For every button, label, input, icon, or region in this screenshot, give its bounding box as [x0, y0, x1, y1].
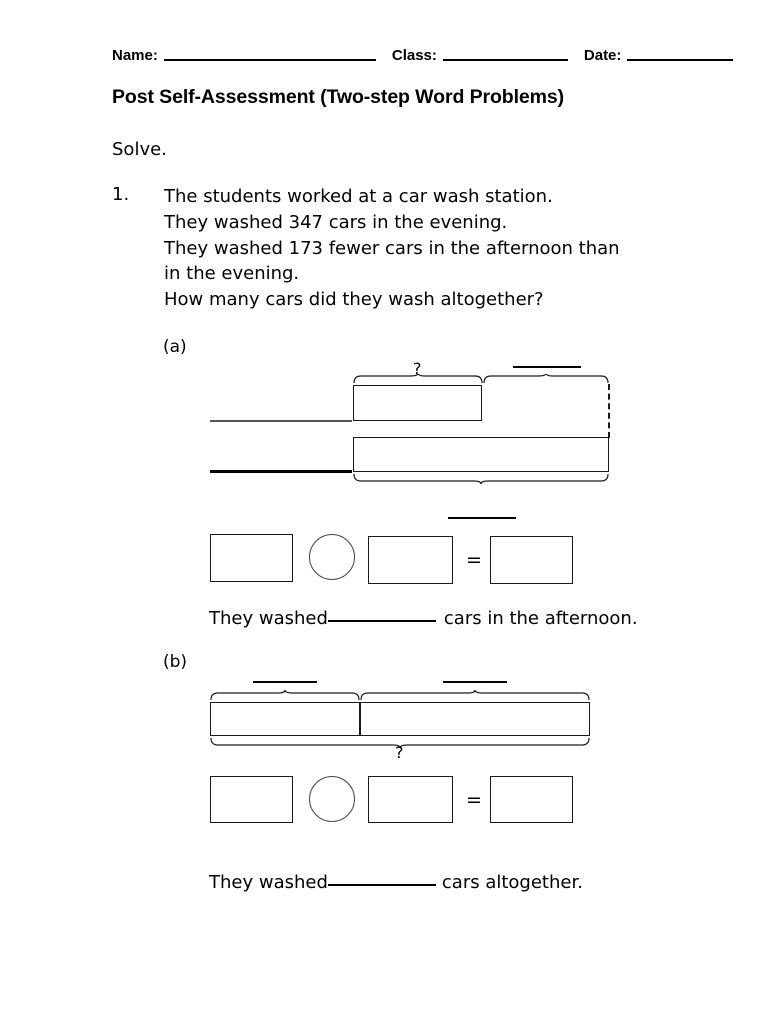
part-b-bar-divider [359, 702, 361, 736]
part-b-brace-top-right [360, 690, 590, 701]
question-number: 1. [112, 184, 130, 205]
part-b-segment-1-label-blank[interactable] [253, 681, 317, 683]
part-a-answer-sentence: They washed cars in the afternoon. [209, 608, 638, 629]
part-b-equation-box-3[interactable] [490, 776, 573, 823]
part-b-brace-bottom [210, 737, 590, 748]
part-a-bar-afternoon[interactable] [353, 385, 482, 421]
question-line-2: They washed 347 cars in the evening. [164, 211, 508, 233]
part-b-answer-sentence: They washed cars altogether. [209, 872, 583, 893]
question-line-1: The students worked at a car wash statio… [164, 186, 553, 207]
part-a-dashed-guide [608, 384, 610, 438]
part-a-answer-suffix: cars in the afternoon. [443, 608, 638, 629]
part-b-answer-blank[interactable] [327, 884, 436, 886]
part-a-brace-top-left [353, 374, 483, 384]
part-a-equation-box-1[interactable] [210, 534, 293, 582]
part-a-bottom-bar-label-blank[interactable] [210, 470, 352, 473]
part-a-equation-box-3[interactable] [490, 536, 573, 584]
part-a-brace-bottom [353, 473, 609, 484]
date-blank-field[interactable] [627, 59, 734, 61]
part-a-top-bar-label-blank[interactable] [210, 420, 352, 422]
part-b-equation-box-1[interactable] [210, 776, 293, 823]
name-blank-field[interactable] [163, 59, 376, 61]
class-label: Class: [391, 47, 437, 64]
part-a-label: (a) [163, 337, 187, 357]
part-b-answer-suffix: cars altogether. [441, 872, 583, 893]
question-text: The students worked at a car wash statio… [164, 184, 704, 313]
part-a-answer-prefix: They washed [209, 608, 328, 629]
part-b-equation-box-2[interactable] [368, 776, 453, 823]
question-line-5: How many cars did they wash altogether? [164, 289, 544, 311]
part-a-equals-sign: = [466, 549, 482, 571]
part-b-equals-sign: = [466, 789, 482, 811]
name-label: Name: [112, 47, 158, 64]
part-b-equation-operator-circle[interactable] [309, 776, 355, 822]
part-a-equation-box-2[interactable] [368, 536, 453, 584]
part-a-brace-top-right [483, 374, 609, 384]
part-b-segment-2-label-blank[interactable] [443, 681, 507, 683]
part-a-answer-blank[interactable] [327, 620, 436, 622]
part-b-answer-prefix: They washed [209, 872, 328, 893]
class-blank-field[interactable] [442, 59, 568, 61]
page-title: Post Self-Assessment (Two-step Word Prob… [112, 86, 565, 108]
part-b-unknown-marker: ? [395, 743, 404, 762]
question-line-4: in the evening. [164, 263, 300, 285]
part-a-bar-evening[interactable] [353, 437, 609, 472]
part-b-bar-total[interactable] [210, 702, 590, 736]
date-label: Date: [583, 47, 622, 64]
instruction-text: Solve. [112, 139, 167, 160]
part-b-brace-top-left [210, 690, 360, 701]
part-a-difference-label-blank[interactable] [513, 366, 581, 368]
part-b-label: (b) [163, 652, 188, 672]
question-line-3: They washed 173 fewer cars in the aftern… [164, 237, 620, 259]
part-a-unknown-marker: ? [413, 359, 422, 378]
part-a-equation-operand-blank[interactable] [448, 517, 516, 519]
part-a-equation-operator-circle[interactable] [309, 534, 355, 580]
worksheet-header: Name: Class: Date: [112, 38, 736, 64]
